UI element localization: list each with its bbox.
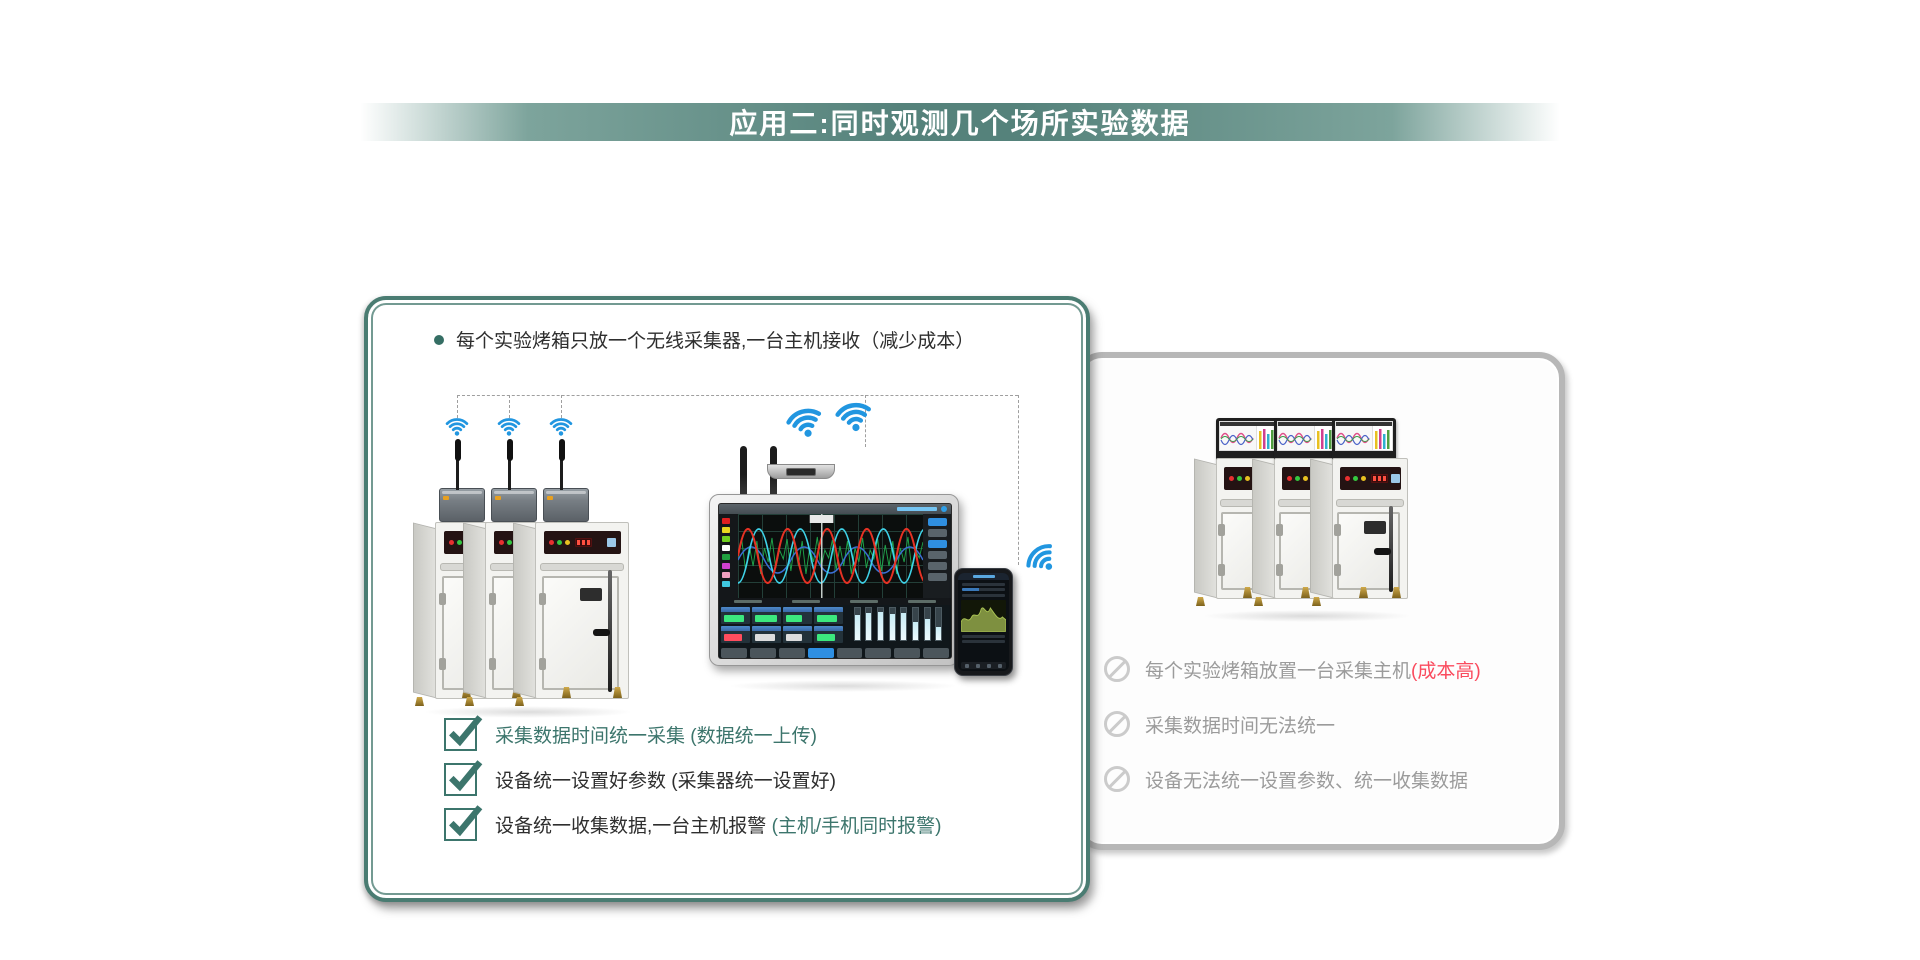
checklist-text: 设备统一收集数据,一台主机报警 (主机/手机同时报警) — [495, 815, 942, 837]
phone-chart — [961, 599, 1006, 632]
prohibit-icon — [1104, 656, 1130, 682]
dashed-connector — [865, 395, 866, 447]
value-tiles — [719, 605, 845, 645]
dashed-connector — [509, 395, 510, 418]
prohibit-icon — [1104, 711, 1130, 737]
restriction-text: 采集数据时间无法统一 — [1145, 715, 1336, 737]
wifi-icon — [445, 418, 469, 437]
monitor-menu-buttons — [719, 645, 951, 658]
collector-antenna — [558, 439, 565, 490]
checklist-item: 设备统一收集数据,一台主机报警 (主机/手机同时报警) — [444, 804, 942, 842]
checklist-item: 设备统一设置好参数 (采集器统一设置好) — [444, 759, 836, 797]
oven-door — [1334, 506, 1400, 592]
phone — [954, 568, 1013, 676]
wifi-status-icon — [941, 506, 947, 512]
dashed-connector — [457, 395, 1018, 396]
channel-legend — [719, 514, 738, 598]
checked-checkbox-icon — [444, 714, 483, 751]
monitor-stand — [767, 464, 835, 479]
wireless-collector — [491, 439, 537, 522]
bullet-headline: 每个实验烤箱只放一个无线采集器,一台主机接收（减少成本） — [434, 326, 974, 353]
dashed-connector — [561, 395, 562, 418]
wireless-collector — [439, 439, 485, 522]
dashed-connector — [1018, 395, 1019, 565]
monitor-screen — [718, 503, 952, 659]
page-title: 应用二:同时观测几个场所实验数据 — [729, 108, 1191, 139]
host-monitor — [709, 494, 959, 666]
oven-handle — [607, 570, 612, 692]
collector-antenna — [454, 439, 461, 490]
checklist-item: 采集数据时间统一采集 (数据统一上传) — [444, 714, 817, 752]
chart-controls — [923, 514, 951, 598]
checklist-text: 设备统一设置好参数 (采集器统一设置好) — [495, 770, 836, 792]
wifi-icon — [549, 418, 573, 437]
oven-control-panel — [544, 531, 621, 554]
wifi-icon — [827, 396, 880, 437]
recorder-chart — [1276, 420, 1336, 452]
title-banner: 应用二:同时观测几个场所实验数据 — [360, 103, 1560, 141]
bullet-dot-icon — [434, 334, 444, 345]
waveform-chart — [738, 514, 923, 598]
restriction-text: 设备无法统一设置参数、统一收集数据 — [1145, 770, 1469, 792]
usb-slot — [786, 468, 816, 476]
wifi-icon — [1016, 533, 1069, 585]
restriction-item: 设备无法统一设置参数、统一收集数据 — [1104, 764, 1468, 794]
oven — [513, 522, 629, 710]
restriction-item: 每个实验烤箱放置一台采集主机(成本高) — [1104, 654, 1481, 684]
wireless-collector — [543, 439, 589, 522]
dashed-connector — [457, 395, 458, 418]
prohibit-icon — [1104, 766, 1130, 792]
oven-door — [538, 570, 619, 692]
oven-handle — [1388, 506, 1393, 592]
bar-gauges — [845, 605, 951, 645]
wifi-icon — [497, 418, 521, 437]
checked-checkbox-icon — [444, 759, 483, 796]
oven — [1310, 458, 1408, 610]
restriction-text: 每个实验烤箱放置一台采集主机(成本高) — [1145, 660, 1481, 682]
restriction-item: 采集数据时间无法统一 — [1104, 709, 1335, 739]
checked-checkbox-icon — [444, 804, 483, 841]
recorder-chart — [1218, 420, 1278, 452]
wifi-icon — [777, 400, 832, 445]
checklist-text: 采集数据时间统一采集 (数据统一上传) — [495, 725, 817, 747]
oven-control-panel — [1339, 467, 1402, 490]
chart-axis-labels — [719, 598, 951, 605]
collector-antenna — [506, 439, 513, 490]
phone-screen — [958, 573, 1009, 671]
monitor-antenna — [740, 446, 747, 498]
recorder-chart — [1334, 420, 1394, 452]
right-comparison-panel: 每个实验烤箱放置一台采集主机(成本高) 采集数据时间无法统一 设备无法统一设置参… — [1076, 352, 1565, 850]
monitor-statusbar — [719, 504, 951, 514]
left-solution-panel: 每个实验烤箱只放一个无线采集器,一台主机接收（减少成本） — [364, 296, 1090, 902]
